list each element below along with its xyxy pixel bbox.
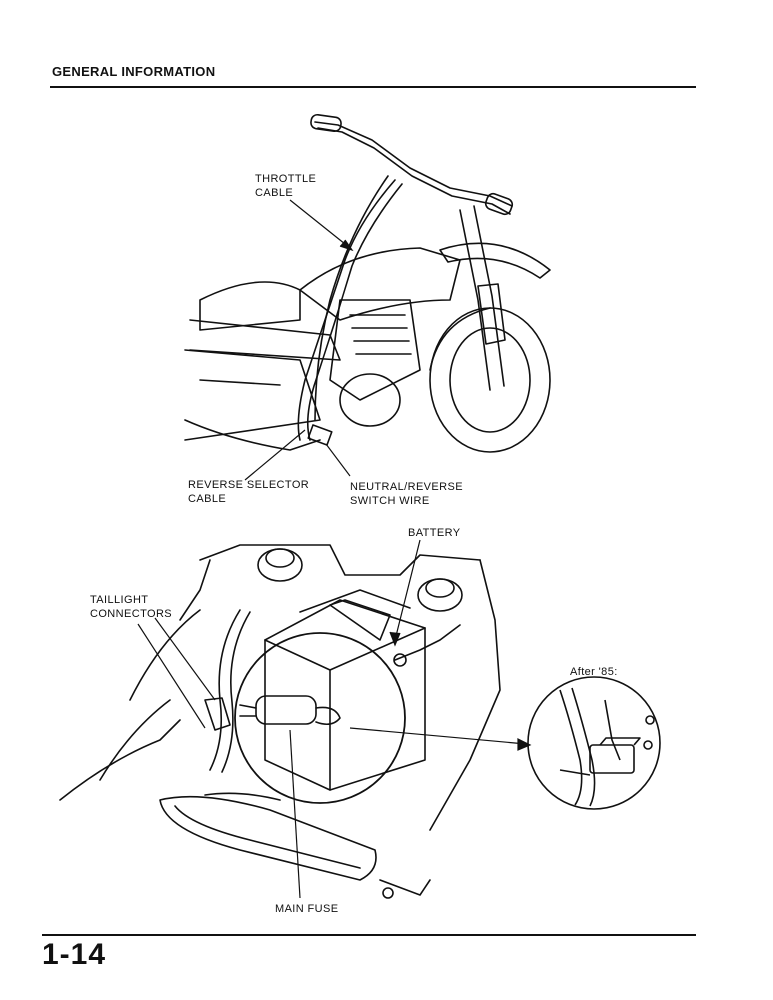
section-title: GENERAL INFORMATION — [52, 64, 216, 79]
footer-rule — [42, 934, 696, 936]
label-line: THROTTLE — [255, 173, 317, 185]
label-line: SWITCH WIRE — [350, 495, 430, 507]
label-line: REVERSE SELECTOR — [188, 479, 310, 491]
label-line: NEUTRAL/REVERSE — [350, 481, 463, 493]
after-85-label: After '85: — [570, 666, 618, 678]
header-rule — [50, 86, 696, 88]
inset-detail — [527, 676, 661, 810]
taillight-connectors-label: TAILLIGHT CONNECTORS — [90, 593, 172, 621]
label-line: TAILLIGHT — [90, 594, 149, 606]
reverse-selector-cable-label: REVERSE SELECTOR CABLE — [188, 478, 309, 506]
neutral-reverse-switch-wire-label: NEUTRAL/REVERSE SWITCH WIRE — [350, 480, 463, 508]
fuse-magnifier — [234, 632, 406, 804]
atv-illustration — [184, 113, 551, 453]
battery-label: BATTERY — [408, 527, 461, 539]
label-line: CABLE — [188, 493, 227, 505]
label-line: CONNECTORS — [90, 608, 173, 620]
upper-leader-lines — [244, 199, 354, 481]
main-fuse-label: MAIN FUSE — [275, 903, 339, 915]
throttle-cable-label: THROTTLE CABLE — [255, 172, 316, 200]
lower-leader-lines — [137, 539, 532, 899]
page-number: 1-14 — [42, 938, 107, 971]
battery-illustration — [59, 544, 501, 899]
label-line: CABLE — [255, 187, 294, 199]
